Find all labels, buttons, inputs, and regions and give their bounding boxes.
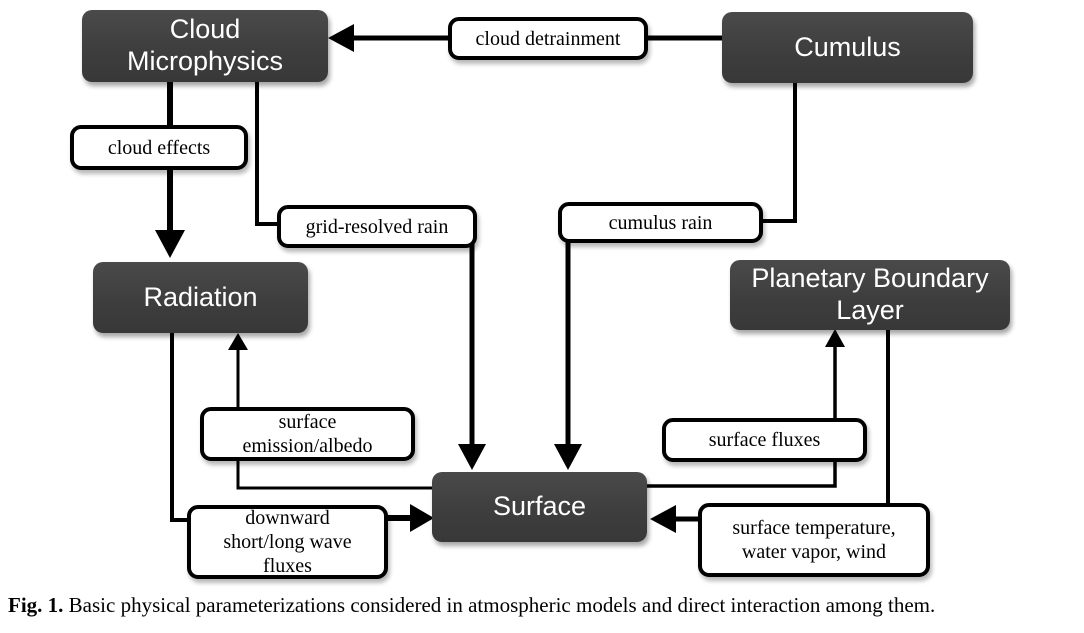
node-cloud-microphysics: Cloud Microphysics	[82, 10, 328, 82]
arrow-surface-to-radiation	[228, 333, 436, 490]
label-box-cloud-effects: cloud effects	[70, 125, 248, 170]
label-box-surface-temperature: surface temperature, water vapor, wind	[698, 503, 930, 577]
node-radiation: Radiation	[93, 262, 308, 333]
label-box-downward-fluxes: downward short/long wave fluxes	[187, 505, 388, 579]
node-cumulus: Cumulus	[722, 12, 973, 83]
label-box-cumulus-rain: cumulus rain	[558, 202, 763, 243]
node-planetary-boundary-layer: Planetary Boundary Layer	[730, 260, 1010, 330]
label-box-cloud-detrainment: cloud detrainment	[448, 17, 648, 60]
figure-caption-number: Fig. 1.	[8, 593, 64, 617]
arrow-surface-to-pbl	[645, 329, 845, 488]
arrow-cumulus-to-surface	[554, 80, 797, 470]
label-box-grid-resolved-rain: grid-resolved rain	[277, 205, 477, 248]
figure-caption: Fig. 1. Basic physical parameterizations…	[8, 592, 1080, 618]
arrow-pbl-to-surface	[650, 325, 890, 533]
arrow-cloud-microphysics-to-surface	[255, 80, 486, 470]
node-surface: Surface	[432, 472, 647, 542]
figure-caption-text: Basic physical parameterizations conside…	[63, 593, 936, 617]
label-box-surface-fluxes: surface fluxes	[662, 418, 867, 462]
label-box-surface-emission-albedo: surface emission/albedo	[200, 407, 415, 461]
arrow-radiation-to-surface	[170, 330, 434, 532]
